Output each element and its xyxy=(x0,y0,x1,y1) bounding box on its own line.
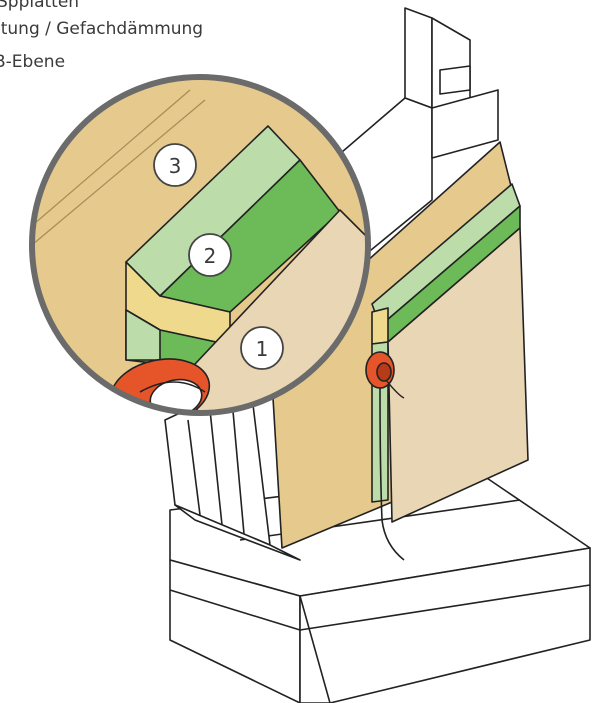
concrete-foundation xyxy=(169,471,591,703)
legend-item-panels: Spplatten xyxy=(0,0,80,12)
callout-1-label: 1 xyxy=(256,337,269,361)
layer-legend: Spplatten ltung / Gefachdämmung B-Ebene xyxy=(0,0,300,80)
callout-3: 3 xyxy=(153,143,197,187)
fibreboard-panel xyxy=(387,227,529,523)
insulation-yellow xyxy=(371,307,389,345)
legend-item-insulation: ltung / Gefachdämmung xyxy=(0,19,204,39)
callout-3-label: 3 xyxy=(169,154,182,178)
magnifier-ring xyxy=(29,74,371,416)
callout-1: 1 xyxy=(240,326,284,370)
callout-2: 2 xyxy=(188,233,232,277)
timber-frame xyxy=(164,7,499,561)
wall-layers xyxy=(269,141,529,561)
callout-2-label: 2 xyxy=(204,244,217,268)
legend-item-osb-layer: B-Ebene xyxy=(0,52,66,72)
